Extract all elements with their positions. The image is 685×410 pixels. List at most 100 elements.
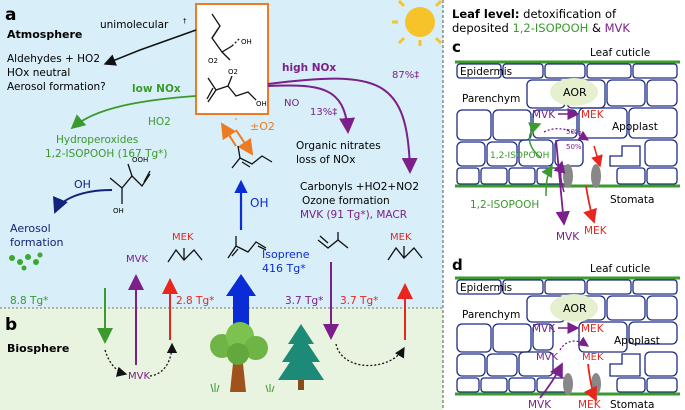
isopooh-inner-arrow-c bbox=[528, 122, 542, 159]
mvk-to-mek-dotted-left bbox=[149, 342, 178, 377]
high-nox-arrow-13 bbox=[267, 84, 356, 134]
ozone-label: Ozone formation bbox=[302, 195, 390, 207]
hydroxyalkyl-structure bbox=[231, 145, 273, 169]
mvk-out-arrow-c bbox=[555, 139, 570, 226]
pct13-label: 13%‡ bbox=[310, 107, 337, 118]
o2-struct-label-2: O2 bbox=[228, 68, 238, 76]
parenchym-label-d: Parenchym bbox=[462, 309, 520, 321]
aerosol-particles-icon bbox=[9, 252, 43, 271]
mvk-in-arrow-c bbox=[553, 160, 566, 193]
leaf-heading-line2: deposited 1,2-ISOPOOH & MVK bbox=[452, 21, 630, 35]
flux-isopooh: 8.8 Tg* bbox=[10, 295, 48, 307]
mvk-structure-right bbox=[317, 232, 349, 249]
grass-icon bbox=[210, 383, 275, 393]
isopooh-structure bbox=[109, 163, 151, 204]
leaf-heading-mvk: MVK bbox=[605, 21, 631, 35]
aerosol-question-label: Aerosol formation? bbox=[7, 81, 106, 93]
unimolecular-arrow bbox=[103, 29, 197, 66]
o2-struct-label: O2 bbox=[208, 57, 218, 65]
mvk-split-arrow-d bbox=[559, 336, 590, 351]
aor-blob-d bbox=[550, 294, 598, 322]
dagger-mark: † bbox=[183, 17, 187, 25]
high-nox-label: high NOx bbox=[282, 62, 336, 74]
loss-nox-label: loss of NOx bbox=[296, 154, 355, 166]
stomata-label-d: Stomata bbox=[610, 399, 654, 410]
peroxy-structure-bottom bbox=[206, 75, 257, 103]
mek-structure-right bbox=[387, 246, 423, 261]
isoprene-structure bbox=[227, 236, 267, 259]
leaf-heading-deposited: deposited bbox=[452, 21, 512, 35]
biosphere-region bbox=[0, 308, 443, 410]
mek-inner-arrow-c bbox=[591, 145, 603, 168]
mvk-label-c: MVK bbox=[532, 109, 556, 121]
mek-structure-left bbox=[167, 248, 203, 263]
mvk-label-d: MVK bbox=[532, 323, 556, 335]
mek-label-right: MEK bbox=[390, 232, 412, 243]
mvk-out-label-d: MVK bbox=[528, 399, 552, 410]
aor-label-d: AOR bbox=[563, 302, 587, 315]
pct50b-label: 50% bbox=[566, 143, 582, 151]
ho2-label: HO2 bbox=[148, 116, 171, 128]
isopooh-flux-label: 1,2-ISOPOOH (167 Tg*) bbox=[45, 148, 168, 160]
aldehydes-label: Aldehydes + HO2 bbox=[7, 53, 100, 65]
panel-label-d: d bbox=[452, 256, 463, 274]
cuticle-label-c: Leaf cuticle bbox=[590, 47, 650, 59]
low-nox-arrow bbox=[70, 95, 197, 130]
conifer-tree-icon bbox=[278, 324, 324, 390]
organic-nitrates-label: Organic nitrates bbox=[296, 140, 381, 152]
apoplast-label-d: Apoplast bbox=[614, 335, 660, 347]
mek-out-arrow-d bbox=[583, 363, 597, 402]
mek-label-d: MEK bbox=[581, 323, 605, 335]
leaf-heading-isopooh: 1,2-ISOPOOH bbox=[512, 21, 588, 35]
leaf-heading-bold: Leaf level: bbox=[452, 7, 519, 21]
flux-mek-right: 3.7 Tg* bbox=[340, 295, 378, 307]
peroxy-radical-box bbox=[195, 3, 269, 115]
isoprene-flux-label: 416 Tg* bbox=[262, 262, 306, 275]
no-label: NO bbox=[284, 98, 299, 109]
isopooh-inner-label-c: 1,2-ISOPOOH bbox=[490, 151, 549, 161]
mek-label-c: MEK bbox=[581, 109, 605, 121]
mvk-out-label-c: MVK bbox=[556, 231, 580, 243]
mvk-up-label: MVK bbox=[126, 254, 148, 265]
guard-cell-c1 bbox=[591, 164, 601, 188]
flux-mvk: 3.7 Tg* bbox=[285, 295, 323, 307]
mvk-to-mek-dotted-right bbox=[335, 343, 405, 367]
unimolecular-label: unimolecular bbox=[100, 19, 169, 31]
biosphere-mvk-label: MVK bbox=[128, 371, 150, 382]
aor-blob-c bbox=[550, 78, 598, 106]
parenchym-label-c: Parenchym bbox=[462, 93, 520, 105]
mek-out-label-d: MEK bbox=[578, 399, 602, 410]
isopooh-label-c: 1,2-ISOPOOH bbox=[470, 199, 539, 211]
panel-label-a: a bbox=[5, 5, 16, 25]
leaf-cross-section-d: Leaf cuticle bbox=[455, 263, 680, 396]
deciduous-tree-icon bbox=[210, 322, 268, 392]
oh-aerosol-arrow bbox=[53, 189, 113, 214]
mvk-split-arrow-c bbox=[543, 128, 590, 141]
guard-cell-c2 bbox=[563, 164, 573, 188]
oh-label-1: OH bbox=[74, 178, 91, 191]
leaf-cross-section-c: Leaf cuticle bbox=[455, 47, 680, 188]
isopooh-in-arrow-c bbox=[541, 164, 553, 197]
mek-left-label: MEK bbox=[172, 232, 194, 243]
leaf-heading-amp: & bbox=[592, 21, 605, 35]
biosphere-title: Biosphere bbox=[7, 342, 69, 355]
mvk-inner-label-d: MVK bbox=[536, 352, 558, 363]
mek-out-label-c: MEK bbox=[584, 225, 608, 237]
atmosphere-title: Atmosphere bbox=[7, 28, 82, 41]
isoprene-label: Isoprene bbox=[262, 248, 310, 261]
leaf-heading-rest: detoxification of bbox=[523, 7, 617, 21]
o2-arrow-down bbox=[235, 129, 254, 156]
isoprene-emission-arrow bbox=[226, 274, 256, 326]
aerosol-label-1: Aerosol bbox=[10, 222, 51, 235]
hydroperoxides-label: Hydroperoxides bbox=[56, 134, 138, 146]
oh-struct-label-2: OH bbox=[256, 100, 267, 108]
ooh-label: OOH bbox=[132, 156, 148, 164]
apoplast-label-c: Apoplast bbox=[612, 121, 658, 133]
oh-struct-label: OH bbox=[241, 38, 252, 46]
hox-neutral-label: HOx neutral bbox=[7, 67, 70, 79]
leaf-heading-line1: Leaf level: detoxification of bbox=[452, 7, 617, 21]
stomata-label-c: Stomata bbox=[610, 194, 654, 206]
flux-mek-left: 2.8 Tg* bbox=[176, 295, 214, 307]
sun-icon bbox=[392, 0, 443, 46]
